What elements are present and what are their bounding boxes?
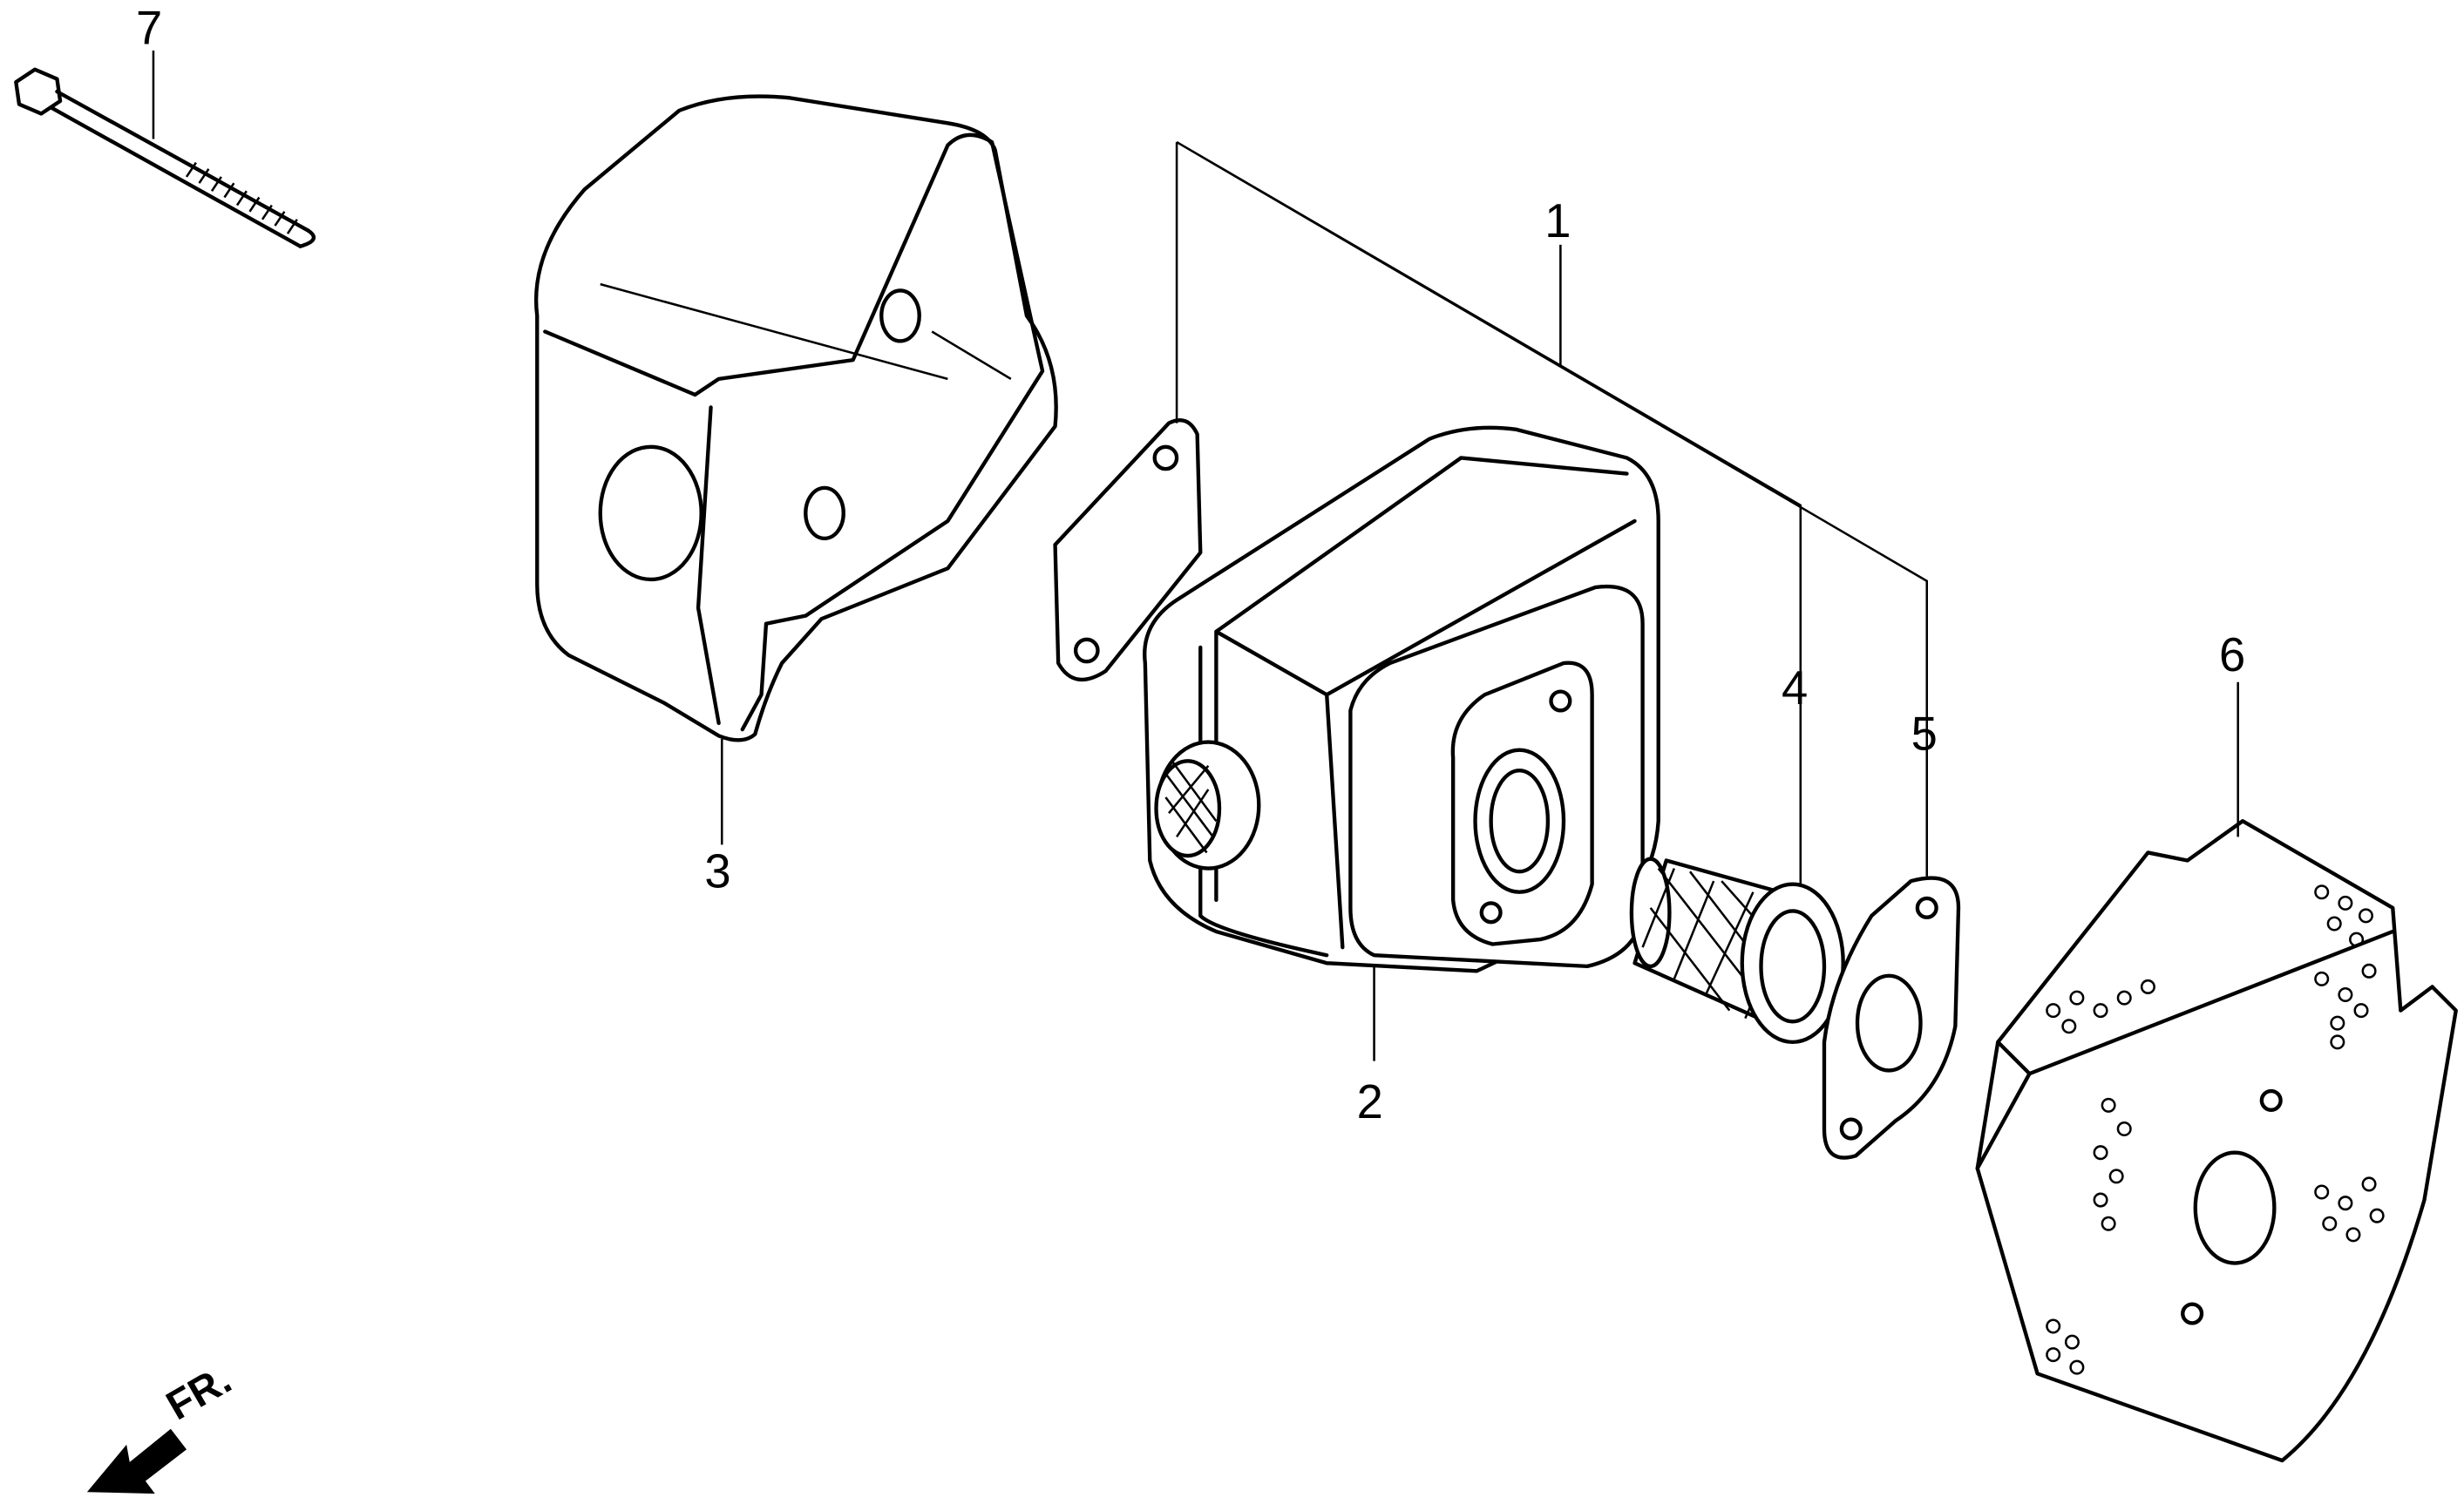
front-direction-label: FR. [159, 1356, 239, 1429]
callout-3: 3 [704, 844, 730, 898]
shield-vent-holes [2046, 884, 2385, 1375]
callout-1: 1 [1544, 194, 1571, 247]
callout-2: 2 [1357, 1075, 1383, 1128]
part-3-muffler-protector[interactable] [534, 94, 1058, 742]
muffler-gasket[interactable] [1053, 418, 1203, 682]
part-4-spark-arrester[interactable] [1629, 857, 1845, 1045]
callout-4: 4 [1782, 661, 1808, 715]
part-6-heat-shield[interactable] [1975, 819, 2458, 1463]
callout-1-bracket [1175, 140, 1929, 884]
part-7-bolt[interactable] [14, 67, 316, 248]
callout-7: 7 [136, 2, 162, 55]
part-5-exhaust-gasket[interactable] [1822, 876, 1961, 1160]
callout-5: 5 [1911, 708, 1938, 761]
front-direction-arrow-icon [86, 1428, 187, 1494]
callout-6: 6 [2219, 628, 2245, 681]
part-2-muffler[interactable] [1143, 425, 1660, 973]
